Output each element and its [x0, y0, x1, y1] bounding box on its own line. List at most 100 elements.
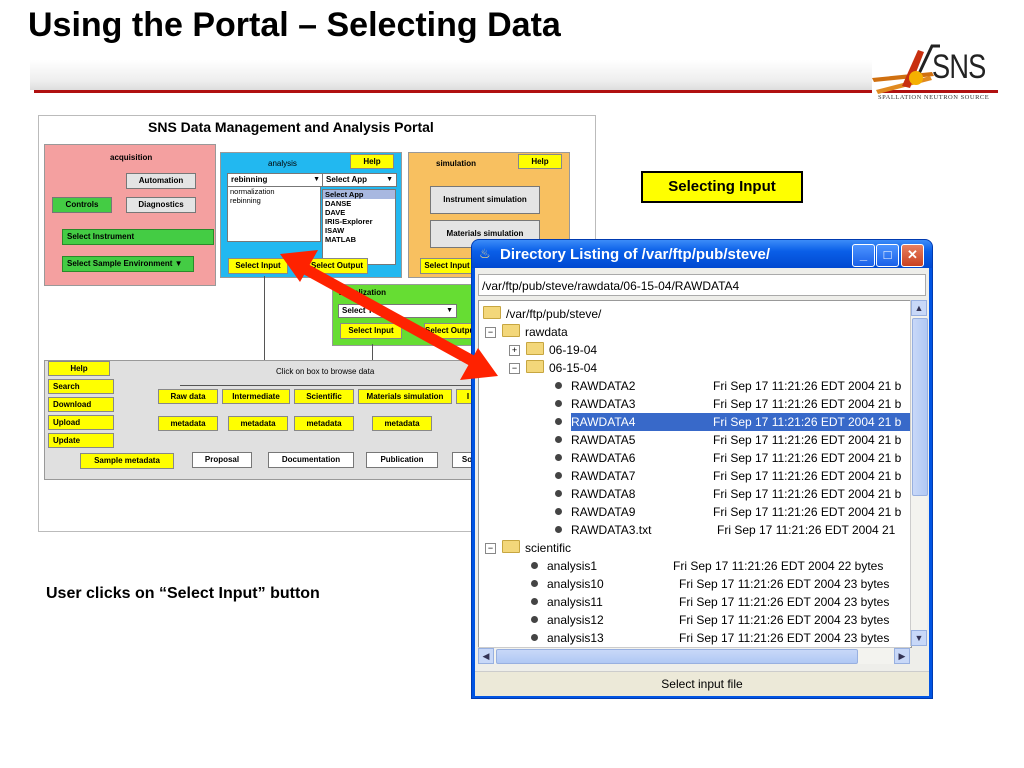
update-button[interactable]: Update [48, 433, 114, 448]
sns-logo-icon [872, 44, 940, 94]
file-bullet-icon [555, 436, 562, 443]
scroll-right-icon[interactable]: ▶ [894, 648, 910, 664]
vertical-scroll-thumb[interactable] [912, 318, 928, 496]
scroll-left-icon[interactable]: ◀ [478, 648, 494, 664]
list-item[interactable]: ISAW [325, 226, 345, 235]
analysis-select-input-button[interactable]: Select Input [228, 258, 288, 274]
close-button[interactable]: ✕ [901, 244, 924, 267]
scientific-button[interactable]: Scientific [294, 389, 354, 404]
analysis-help-button[interactable]: Help [350, 154, 394, 169]
scroll-down-icon[interactable]: ▼ [911, 630, 927, 646]
controls-button[interactable]: Controls [52, 197, 112, 213]
file-info: Fri Sep 17 11:21:26 EDT 2004 22 bytes [673, 559, 884, 573]
file-name: analysis11 [547, 595, 603, 609]
intermediate-button[interactable]: Intermediate [222, 389, 290, 404]
path-field[interactable]: /var/ftp/pub/steve/rawdata/06-15-04/RAWD… [478, 274, 926, 296]
file-info: Fri Sep 17 11:21:26 EDT 2004 21 b [713, 469, 902, 483]
tree-folder-scientific[interactable]: − scientific [485, 539, 571, 557]
file-info: Fri Sep 17 11:21:26 EDT 2004 21 b [713, 379, 902, 393]
select-input-file-button[interactable]: Select input file [475, 671, 929, 696]
dialog-body: /var/ftp/pub/steve/rawdata/06-15-04/RAWD… [475, 268, 929, 696]
analysis-select-output-button[interactable]: Select Output [306, 258, 368, 274]
metadata-button[interactable]: metadata [372, 416, 432, 431]
file-name: RAWDATA4 [571, 413, 911, 431]
instrument-simulation-button[interactable]: Instrument simulation [430, 186, 540, 214]
download-button[interactable]: Download [48, 397, 114, 412]
collapse-icon[interactable]: − [485, 327, 496, 338]
folder-icon [526, 342, 544, 355]
tree-folder-06-15-04[interactable]: −06-15-04 [509, 359, 597, 377]
list-item[interactable]: DANSE [325, 199, 352, 208]
folder-label: scientific [525, 541, 572, 555]
list-item[interactable]: rebinning [230, 196, 261, 205]
list-item[interactable]: normalization [230, 187, 275, 196]
tree-folder-rawdata[interactable]: − rawdata [485, 323, 568, 341]
documentation-button[interactable]: Documentation [268, 452, 354, 468]
dialog-title-bar[interactable]: ♨ Directory Listing of /var/ftp/pub/stev… [472, 240, 932, 268]
collapse-icon[interactable]: − [485, 543, 496, 554]
horizontal-scrollbar[interactable]: ◀ ▶ [478, 647, 910, 664]
analysis-label: analysis [268, 159, 297, 168]
header-divider [34, 90, 872, 93]
list-item[interactable]: DAVE [325, 208, 346, 217]
folder-icon [502, 324, 520, 337]
maximize-button[interactable]: □ [876, 244, 899, 267]
sample-metadata-button[interactable]: Sample metadata [80, 453, 174, 469]
simulation-help-button[interactable]: Help [518, 154, 562, 169]
method-combo[interactable]: rebinning▼ [227, 173, 324, 187]
list-item[interactable]: MATLAB [325, 235, 357, 244]
scroll-up-icon[interactable]: ▲ [911, 300, 927, 316]
diagnostics-button[interactable]: Diagnostics [126, 197, 196, 213]
file-row[interactable]: RAWDATA7 Fri Sep 17 11:21:26 EDT 2004 21 … [555, 467, 911, 485]
tree-line [180, 385, 480, 386]
file-tree[interactable]: /var/ftp/pub/steve/ − rawdata +06-19-04 −… [478, 300, 912, 648]
data-help-button[interactable]: Help [48, 361, 110, 376]
metadata-button[interactable]: metadata [158, 416, 218, 431]
file-name: RAWDATA7 [571, 469, 636, 483]
method-list[interactable]: normalization rebinning [227, 186, 321, 242]
minimize-button[interactable]: _ [852, 244, 875, 267]
file-name: analysis12 [547, 613, 604, 627]
folder-label: rawdata [525, 325, 568, 339]
slide-title: Using the Portal – Selecting Data [28, 6, 561, 44]
metadata-button[interactable]: metadata [294, 416, 354, 431]
publication-button[interactable]: Publication [366, 452, 438, 468]
visualization-select-input-button[interactable]: Select Input [340, 323, 402, 339]
file-bullet-icon [531, 598, 538, 605]
expand-icon[interactable]: + [509, 345, 520, 356]
slide-caption: User clicks on “Select Input” button [46, 585, 320, 602]
dialog-title: Directory Listing of /var/ftp/pub/steve/ [500, 246, 771, 263]
chevron-down-icon: ▼ [386, 176, 393, 183]
raw-data-button[interactable]: Raw data [158, 389, 218, 404]
app-combo[interactable]: Select App▼ [322, 173, 397, 187]
collapse-icon[interactable]: − [509, 363, 520, 374]
automation-button[interactable]: Automation [126, 173, 196, 189]
list-item[interactable]: IRIS-Explorer [325, 217, 373, 226]
tree-folder-06-19-04[interactable]: +06-19-04 [509, 341, 597, 359]
select-sample-environment-button[interactable]: Select Sample Environment ▼ [62, 256, 194, 272]
search-button[interactable]: Search [48, 379, 114, 394]
folder-icon [483, 306, 501, 319]
upload-button[interactable]: Upload [48, 415, 114, 430]
metadata-button[interactable]: metadata [228, 416, 288, 431]
horizontal-scroll-thumb[interactable] [496, 649, 858, 664]
select-instrument-button[interactable]: Select Instrument [62, 229, 214, 245]
tree-root[interactable]: /var/ftp/pub/steve/ [483, 305, 601, 323]
materials-simulation-data-button[interactable]: Materials simulation [358, 389, 452, 404]
proposal-button[interactable]: Proposal [192, 452, 252, 468]
vertical-scrollbar[interactable]: ▲ ▼ [910, 300, 928, 646]
list-item[interactable]: Select App [323, 190, 395, 199]
